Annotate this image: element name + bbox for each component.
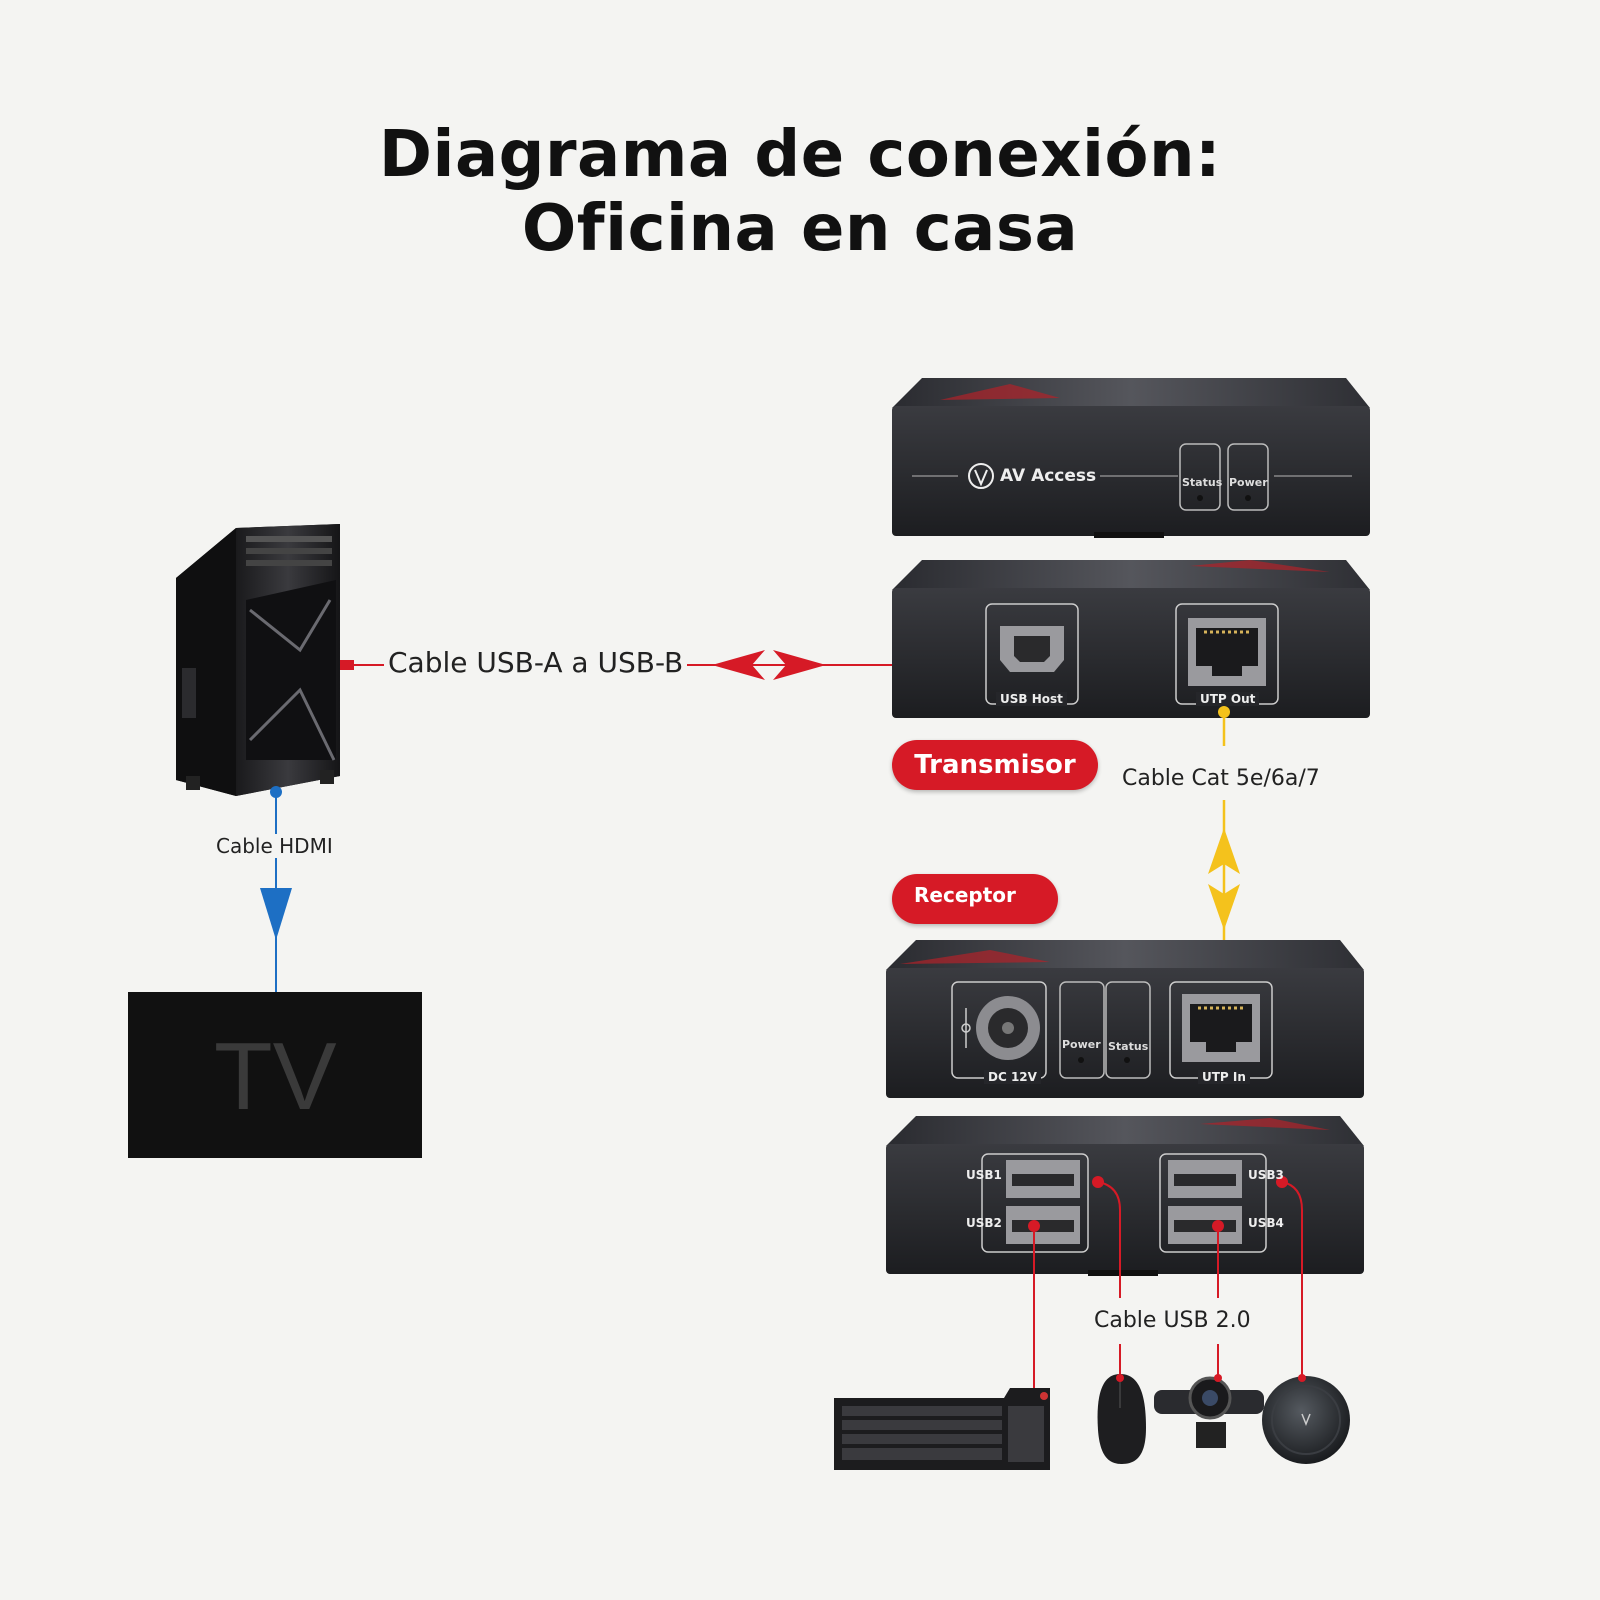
transmitter-badge: Transmisor — [892, 740, 1098, 790]
usb1-port-label: USB1 — [966, 1168, 1002, 1182]
cat-cable-label: Cable Cat 5e/6a/7 — [1122, 766, 1320, 791]
usb4-port-label: USB4 — [1248, 1216, 1284, 1230]
tx-status-led-label: Status — [1182, 476, 1223, 489]
usb-host-port-label: USB Host — [996, 692, 1067, 706]
bidirectional-arrow-cat — [1208, 828, 1240, 930]
usb2-label-backdrop — [1100, 1298, 1240, 1344]
dc-power-jack-icon — [961, 996, 1040, 1060]
hdmi-cable-label: Cable HDMI — [214, 834, 335, 858]
rj45-out-port-icon — [1188, 618, 1266, 686]
tv-label: TV — [214, 1023, 337, 1130]
brand-label: AV Access — [1000, 466, 1097, 486]
receiver-front-unit — [886, 940, 1364, 1098]
receiver-usb-unit — [886, 1116, 1364, 1276]
title-line-1: Diagrama de conexión: — [378, 118, 1222, 192]
usb2-port-label: USB2 — [966, 1216, 1002, 1230]
receiver-badge: Receptor — [892, 874, 1058, 924]
hdmi-arrow-icon — [260, 888, 292, 940]
mouse-icon — [1097, 1374, 1146, 1464]
rj45-in-port-icon — [1182, 994, 1260, 1062]
usb2-cable-dots — [1028, 1176, 1288, 1232]
rx-status-led-label: Status — [1108, 1040, 1149, 1053]
pc-tower-icon — [176, 524, 340, 796]
dc-12v-port-label: DC 12V — [984, 1070, 1041, 1084]
pc-usb-plug — [340, 660, 354, 670]
bidirectional-arrow-usb — [712, 650, 826, 680]
transmitter-front-unit — [892, 378, 1370, 538]
rx-power-led-label: Power — [1062, 1038, 1101, 1051]
tx-power-led-label: Power — [1229, 476, 1268, 489]
usb-b-port-icon — [1000, 626, 1064, 672]
pc-hdmi-dot — [270, 786, 282, 798]
usb-a-ports-right-icon — [1168, 1160, 1242, 1244]
webcam-icon — [1154, 1374, 1264, 1448]
speakerphone-icon — [1262, 1374, 1350, 1464]
usb3-port-label: USB3 — [1248, 1168, 1284, 1182]
usb2-cable-label: Cable USB 2.0 — [1094, 1308, 1251, 1333]
usb-a-b-cable-label: Cable USB-A a USB-B — [384, 646, 688, 679]
utp-in-port-label: UTP In — [1198, 1070, 1250, 1084]
transmitter-rear-unit — [892, 560, 1370, 718]
utp-out-port-label: UTP Out — [1196, 692, 1260, 706]
keyboard-icon — [834, 1388, 1050, 1470]
av-access-logo-icon — [968, 463, 994, 489]
tv-screen — [128, 992, 422, 1158]
title-line-2: Oficina en casa — [521, 192, 1079, 266]
usb-a-ports-left-icon — [1006, 1160, 1080, 1244]
